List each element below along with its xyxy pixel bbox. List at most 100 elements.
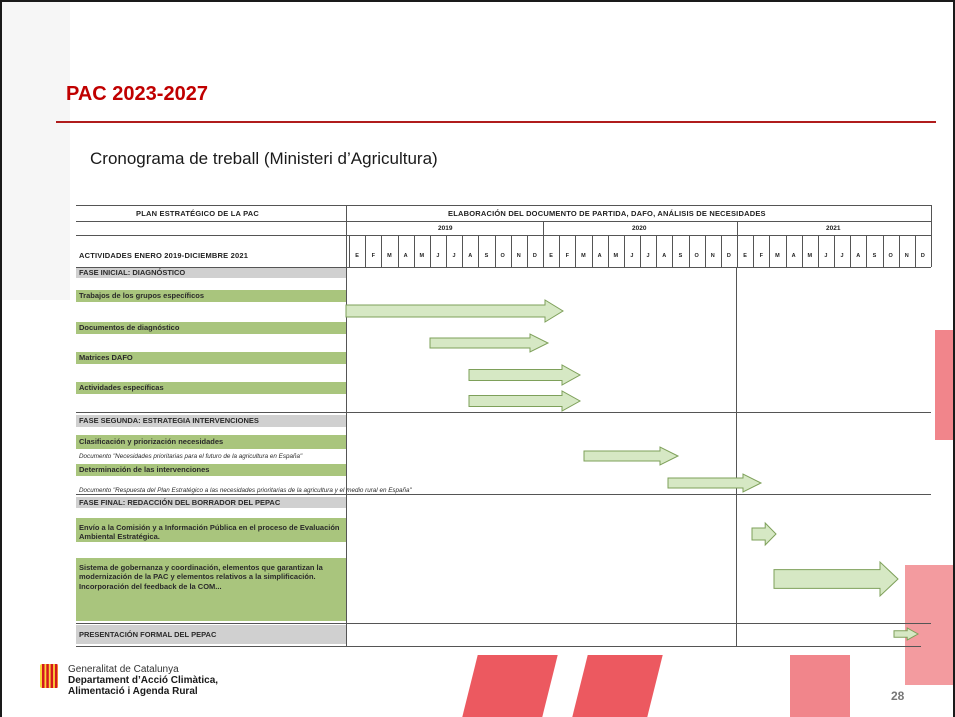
gantt-phase-line [76,412,931,413]
gantt-grid-line [76,205,931,206]
gantt-task-arrow [583,446,680,466]
gantt-month-label: A [662,253,667,259]
gantt-row-label: FASE FINAL: REDACCIÓN DEL BORRADOR DEL P… [76,497,346,508]
gantt-month-label: S [872,253,877,259]
gantt-phase-line [76,494,931,495]
gantt-month-line [575,235,576,267]
gantt-month-label: A [791,253,796,259]
gantt-month-label: J [824,253,828,259]
gantt-task-arrow [345,299,564,323]
gantt-month-label: J [630,253,634,259]
gantt-month-line [818,235,819,267]
gantt-month-line [769,235,770,267]
gantt-month-line [705,235,706,267]
gantt-month-label: N [904,253,909,259]
gantt-grid-line [76,235,931,236]
gantt-task-arrow [893,627,920,641]
gantt-row-label: Trabajos de los grupos específicos [76,290,346,302]
gantt-month-line [899,235,900,267]
footer-line-1: Generalitat de Catalunya [68,664,179,675]
footer-line-3: Alimentació i Agenda Rural [68,686,198,697]
gantt-year-label: 2020 [632,225,647,232]
gantt-month-label: J [840,253,844,259]
gantt-month-label: E [549,253,553,259]
gantt-header-left: PLAN ESTRATÉGICO DE LA PAC [136,209,259,218]
gantt-month-line [608,235,609,267]
gantt-month-label: D [920,253,925,259]
gantt-month-label: F [565,253,569,259]
gantt-month-line [802,235,803,267]
gantt-month-line [462,235,463,267]
generalitat-logo [40,664,58,688]
footer-organization: Generalitat de Catalunya Departament d’A… [68,664,218,697]
gantt-month-line [624,235,625,267]
title-divider [56,121,936,123]
gantt-month-label: D [726,253,731,259]
gantt-year-label: 2021 [826,225,841,232]
gantt-chart: PLAN ESTRATÉGICO DE LA PAC ELABORACIÓN D… [76,205,932,647]
gantt-month-label: J [646,253,650,259]
page-number: 28 [891,689,905,703]
gantt-month-line [478,235,479,267]
gantt-row-label: Sistema de gobernanza y coordinación, el… [76,558,346,621]
gantt-month-line [866,235,867,267]
slide-title: PAC 2023-2027 [66,83,208,105]
gantt-month-line [349,235,350,267]
gantt-row-label: Determinación de las intervenciones [76,464,346,476]
gantt-bottom-line [76,646,921,647]
gantt-month-line [495,235,496,267]
decorative-stripe [572,655,663,717]
gantt-month-line [559,235,560,267]
gantt-task-arrow [751,521,777,547]
gantt-month-line [672,235,673,267]
gantt-task-arrow [773,560,899,598]
gantt-month-label: N [710,253,715,259]
decorative-stripe [462,655,558,717]
gantt-month-line [381,235,382,267]
gantt-row-label: FASE INICIAL: DIAGNÓSTICO [76,268,346,278]
gantt-month-line [737,235,738,267]
gantt-year-divider [736,267,737,647]
gantt-month-line [398,235,399,267]
gantt-month-line [915,235,916,267]
gantt-month-line [721,235,722,267]
gantt-month-line [527,235,528,267]
decorative-stripe [905,565,955,685]
gantt-grid-line [346,205,347,647]
gantt-task-arrow [429,333,550,353]
footer-line-2: Departament d’Acció Climàtica, [68,675,219,686]
gantt-month-label: A [468,253,473,259]
gantt-month-label: M [775,253,780,259]
gantt-month-line [834,235,835,267]
gantt-month-label: S [484,253,489,259]
gantt-row-label: Documentos de diagnóstico [76,322,346,334]
gantt-row-label: Documento "Respuesta del Plan Estratégic… [79,487,412,495]
gantt-month-label: D [532,253,537,259]
gantt-month-label: M [613,253,619,259]
gantt-month-label: M [807,253,813,259]
gantt-month-line [365,235,366,267]
gantt-month-line [592,235,593,267]
gantt-grid-line [76,221,931,222]
gantt-row-label: Clasificación y priorización necesidades [76,435,346,449]
gantt-month-label: M [419,253,425,259]
gantt-year-label: 2019 [438,225,453,232]
gantt-month-label: A [403,253,408,259]
gantt-row-label: PRESENTACIÓN FORMAL DEL PEPAC [76,625,346,644]
decorative-stripe [935,330,955,440]
gantt-grid-line [76,267,931,268]
gantt-month-line [543,235,544,267]
gantt-month-line [850,235,851,267]
gantt-month-label: A [597,253,602,259]
slide-subtitle: Cronograma de treball (Ministeri d’Agric… [90,149,438,168]
gantt-row-label: Documento "Necesidades prioritarias para… [79,453,303,461]
gantt-month-line [430,235,431,267]
gantt-month-line [656,235,657,267]
gantt-month-label: E [743,253,747,259]
gantt-phase-line [76,623,931,624]
gantt-month-line [511,235,512,267]
gantt-month-label: N [516,253,521,259]
gantt-task-arrow [667,473,763,493]
gantt-month-line [640,235,641,267]
